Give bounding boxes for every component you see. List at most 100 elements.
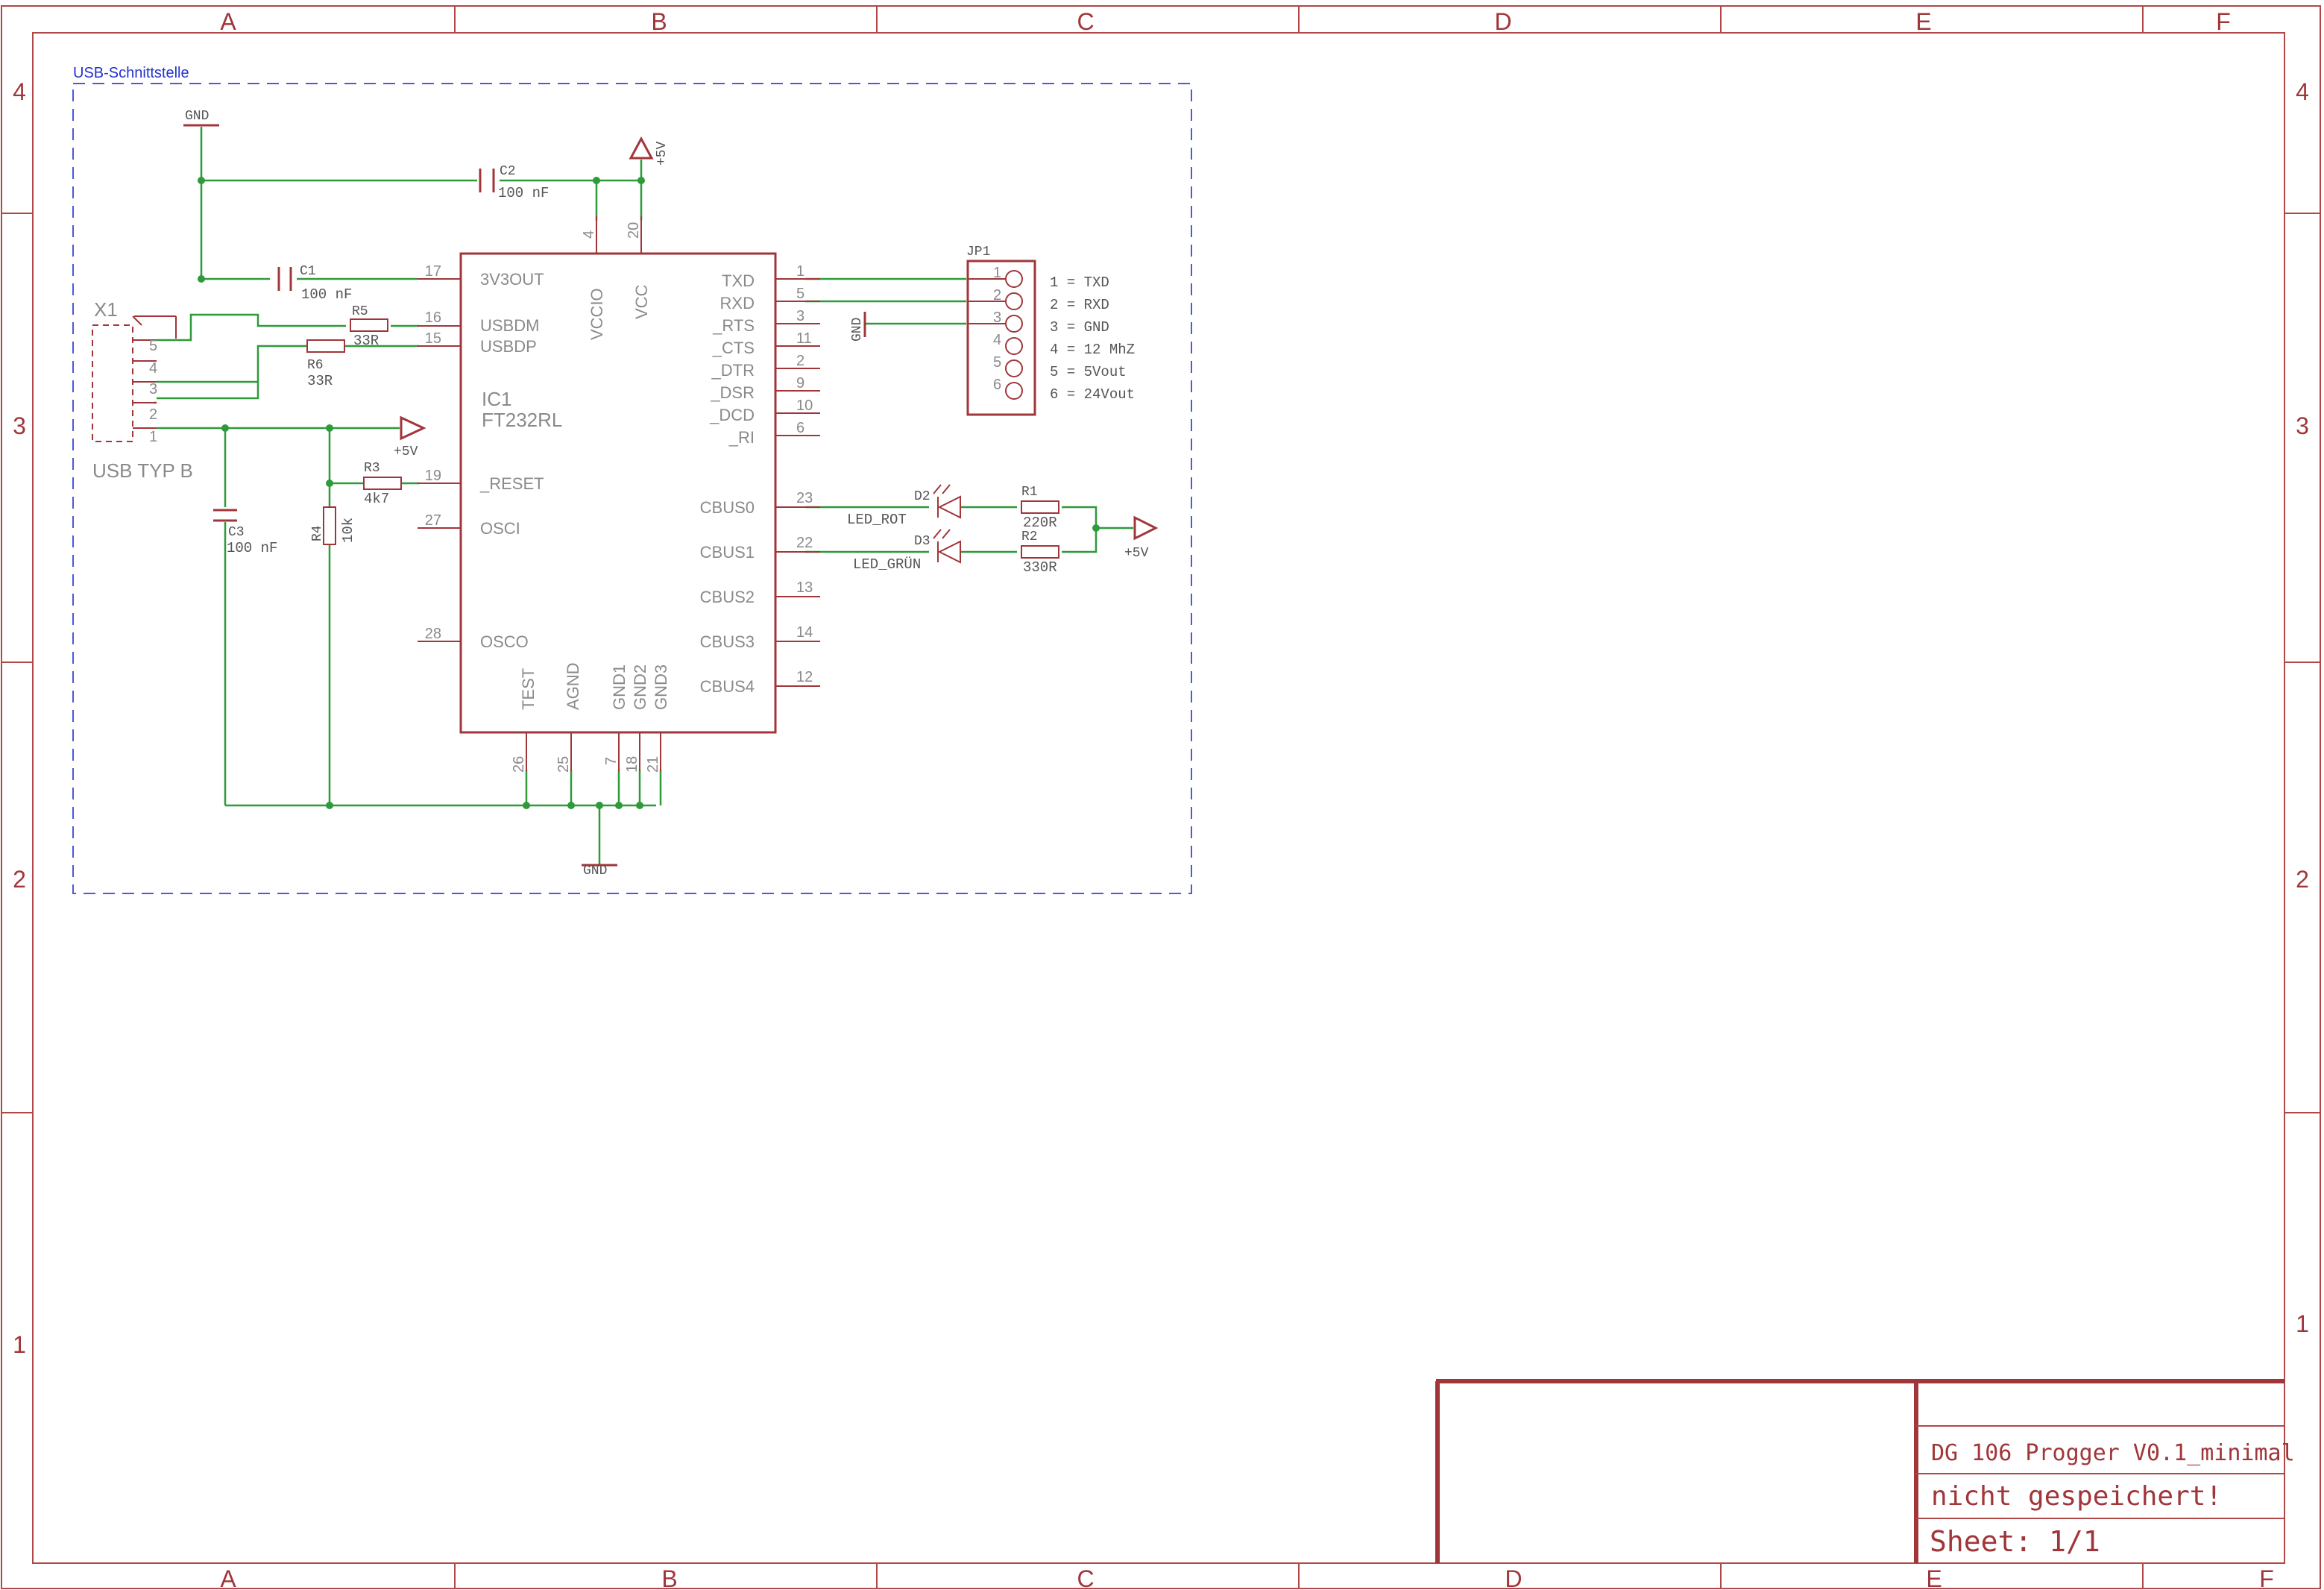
ic1-pin-name-vccio: VCCIO	[588, 288, 606, 340]
ic1-pin-num-18: 18	[624, 756, 640, 773]
ic1-pin-num-9: 9	[796, 375, 804, 392]
ic1-pin-name-usbdp: USBDP	[480, 337, 537, 356]
ic1-pin-num-17: 17	[425, 263, 441, 280]
vcc-5v-symbol-top: +5V	[629, 136, 670, 166]
resistor-r1: R1 220R	[1021, 485, 1059, 531]
d3-ref: D3	[914, 534, 930, 549]
capacitor-c3: C3 100 nF	[213, 509, 277, 556]
ic1-pin-num-1: 1	[796, 263, 804, 280]
col-label-a-bottom: A	[220, 1565, 236, 1590]
ic1-pin-name-osco: OSCO	[480, 632, 529, 651]
r5-ref: R5	[352, 304, 368, 319]
jp1-pin-1: 1	[993, 265, 1001, 281]
title-block: DG 106 Progger V0.1_minimal nicht gespei…	[1435, 1379, 2295, 1563]
ic1-pin-num-7: 7	[603, 757, 620, 765]
led-d3: D3 LED_GRÜN	[853, 529, 961, 573]
col-label-b-bottom: B	[661, 1565, 677, 1590]
c2-value: 100 nF	[498, 185, 549, 201]
ic1-pin-num-5: 5	[796, 286, 804, 302]
row-label-3: 3	[13, 412, 26, 439]
jp1-legend-4: 4 = 12 MhZ	[1050, 342, 1135, 358]
r6-value: 33R	[307, 373, 333, 389]
jp1-legend-1: 1 = TXD	[1050, 274, 1109, 291]
d2-ref: D2	[914, 489, 930, 504]
row-label-4: 4	[13, 78, 26, 105]
r1-ref: R1	[1021, 485, 1038, 500]
ic1-value: FT232RL	[482, 409, 562, 431]
wires	[154, 127, 1133, 865]
r1-value: 220R	[1023, 515, 1057, 531]
jp1-pin-4: 4	[993, 332, 1001, 348]
ic1-pin-name-gnd1: GND1	[610, 664, 629, 710]
c3-value: 100 nF	[227, 540, 277, 556]
ic1-ft232rl: 3V3OUT 17 USBDM 16 USBDP 15 _RESET 19 OS…	[418, 216, 820, 773]
capacitor-c1: C1 100 nF	[277, 264, 352, 303]
ic1-pin-name-cbus3: CBUS3	[700, 632, 755, 651]
ic1-pin-name-test: TEST	[519, 668, 538, 710]
gnd-symbol-top: GND	[183, 109, 219, 127]
resistor-r3: R3 4k7	[363, 461, 402, 507]
jp1-pin-2: 2	[993, 287, 1001, 304]
c1-ref: C1	[300, 264, 316, 279]
ic1-pin-num-3: 3	[796, 308, 804, 324]
col-label-d: D	[1494, 8, 1511, 35]
r5-value: 33R	[353, 333, 379, 349]
ic1-pin-num-15: 15	[425, 330, 441, 347]
row-label-2-right: 2	[2296, 866, 2309, 893]
title-block-title: DG 106 Progger V0.1_minimal	[1931, 1440, 2295, 1466]
ic1-pin-num-13: 13	[796, 579, 813, 596]
ic1-pin-name-cts: _CTS	[712, 339, 755, 357]
ic1-pin-name-usbdm: USBDM	[480, 316, 539, 335]
r6-ref: R6	[307, 358, 324, 373]
resistor-r5: R5 33R	[350, 304, 388, 349]
ic1-pin-num-27: 27	[425, 512, 441, 529]
ic1-pin-name-dsr: _DSR	[710, 383, 755, 402]
jp1-legend-2: 2 = RXD	[1050, 297, 1109, 313]
ic1-pin-name-agnd: AGND	[564, 662, 582, 710]
led-d2: D2 LED_ROT	[847, 484, 961, 528]
r4-value: 10k	[340, 518, 356, 543]
ic1-pin-num-14: 14	[796, 624, 813, 641]
gnd-jp1-label: GND	[850, 318, 865, 342]
jp1-legend-5: 5 = 5Vout	[1050, 364, 1127, 380]
ic1-pin-name-rts: _RTS	[712, 316, 755, 335]
ic1-pin-num-20: 20	[626, 222, 642, 239]
ic1-pin-num-19: 19	[425, 468, 441, 484]
ic1-pin-num-28: 28	[425, 626, 441, 642]
ic1-pin-name-cbus1: CBUS1	[700, 543, 755, 562]
jp1-pin-6: 6	[993, 377, 1001, 393]
r3-ref: R3	[364, 461, 380, 476]
x1-pin-1: 1	[149, 429, 157, 445]
c1-value: 100 nF	[301, 286, 352, 303]
ic1-pin-num-23: 23	[796, 490, 813, 506]
resistor-r2: R2 330R	[1021, 530, 1059, 576]
ic1-pin-name-cbus2: CBUS2	[700, 588, 755, 606]
x1-ref: X1	[94, 298, 118, 321]
jp1-pin-3: 3	[993, 309, 1001, 326]
ic1-pin-num-21: 21	[645, 756, 661, 773]
ic1-pin-num-11: 11	[796, 330, 812, 347]
col-label-c: C	[1077, 8, 1094, 35]
plus5v-left-label: +5V	[394, 444, 418, 459]
ic1-pin-name-cbus4: CBUS4	[700, 677, 755, 696]
row-label-4-right: 4	[2296, 78, 2309, 105]
x1-usb-connector: 5 4 3 2 1 X1 USB TYP B	[92, 298, 193, 482]
vcc-5v-symbol-left: +5V	[394, 415, 426, 459]
capacitor-c2: C2 100 nF	[479, 164, 549, 201]
d3-value: LED_GRÜN	[853, 556, 921, 573]
gnd-symbol-bottom: GND	[582, 864, 617, 879]
col-label-c-bottom: C	[1077, 1565, 1094, 1590]
gnd-top-label: GND	[185, 109, 209, 124]
row-label-3-right: 3	[2296, 412, 2309, 439]
r4-ref: R4	[310, 525, 325, 541]
gnd-symbol-jp1: GND	[850, 312, 866, 342]
ic1-pin-num-16: 16	[425, 309, 441, 326]
ic1-pin-num-12: 12	[796, 669, 813, 685]
col-label-e-bottom: E	[1926, 1565, 1942, 1590]
title-block-sheet: Sheet: 1/1	[1930, 1525, 2100, 1558]
group-label: USB-Schnittstelle	[73, 65, 189, 81]
x1-value: USB TYP B	[92, 459, 193, 482]
jp1-pin-5: 5	[993, 354, 1001, 371]
resistor-r4: R4 10k	[310, 506, 356, 545]
